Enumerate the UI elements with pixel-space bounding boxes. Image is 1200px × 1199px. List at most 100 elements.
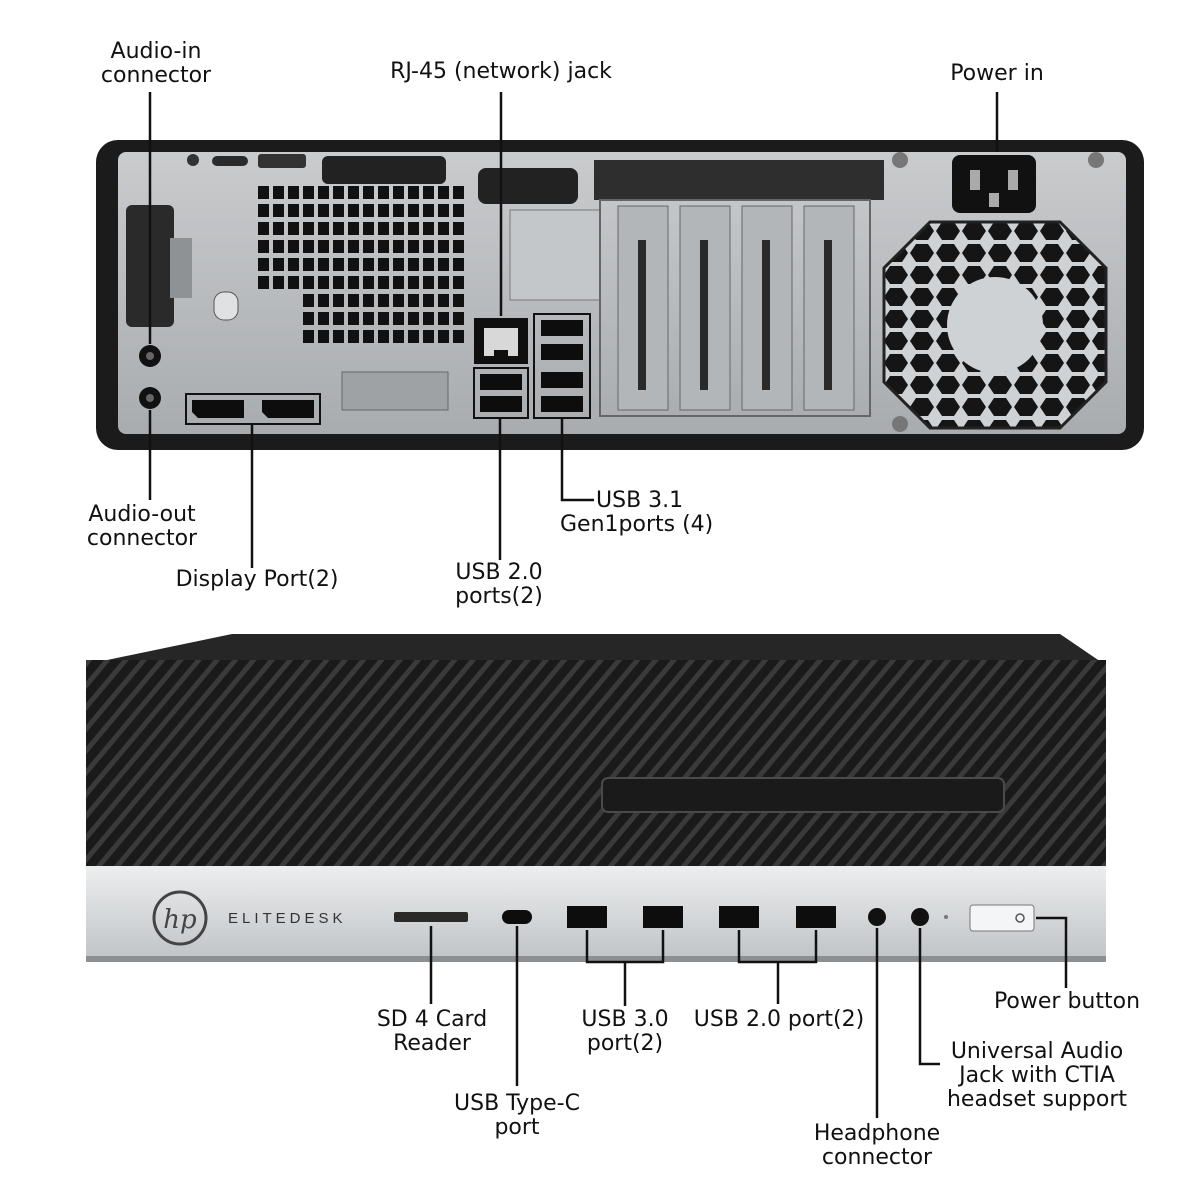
vent-hole (318, 312, 329, 325)
handle (322, 156, 446, 184)
label-line: USB 2.0 (455, 560, 543, 585)
label-line: USB 2.0 port(2) (693, 1007, 865, 1032)
slot-opening (700, 240, 708, 390)
vent-hole (348, 330, 359, 343)
rear-vent-grid (258, 186, 464, 343)
vent-hole (363, 240, 374, 253)
vent-hole (438, 312, 449, 325)
label-line: connector (86, 526, 198, 551)
vent-hole (408, 330, 419, 343)
slot-opening (762, 240, 770, 390)
slot-opening (638, 240, 646, 390)
expansion-bracket-top (594, 160, 884, 200)
vent-hole (318, 186, 329, 199)
vent-hole (438, 276, 449, 289)
label-usb-c: USB Type-C port (440, 1092, 594, 1140)
label-line: ports(2) (455, 584, 543, 609)
label-line: port(2) (586, 1031, 664, 1056)
vent-hole (363, 330, 374, 343)
vent-hole (288, 186, 299, 199)
vent-hole (303, 312, 314, 325)
vent-hole (393, 258, 404, 271)
screw (1088, 152, 1104, 168)
label-rj45: RJ-45 (network) jack (380, 60, 622, 84)
usb20-front-port-2 (796, 906, 836, 928)
vent-hole (258, 276, 269, 289)
vent-hole (318, 204, 329, 217)
usb20-rear-port-1 (480, 374, 522, 390)
vent-hole (318, 240, 329, 253)
vent-hole (423, 258, 434, 271)
label-power-in: Power in (937, 62, 1057, 86)
vent-hole (333, 294, 344, 307)
vent-hole (393, 276, 404, 289)
vent-hole (333, 186, 344, 199)
vent-hole (318, 276, 329, 289)
vent-hole (258, 204, 269, 217)
vent-hole (348, 240, 359, 253)
vent-hole (333, 258, 344, 271)
vent-hole (408, 204, 419, 217)
vent-hole (438, 258, 449, 271)
vent-hole (393, 294, 404, 307)
vent-hole (333, 222, 344, 235)
vent-hole (288, 222, 299, 235)
vent-hole (423, 204, 434, 217)
vent-hole (408, 294, 419, 307)
vent-hole (303, 276, 314, 289)
vent-hole (423, 240, 434, 253)
vent-hole (303, 258, 314, 271)
vent-hole (438, 294, 449, 307)
loop-slot (258, 154, 306, 168)
label-line: Jack with CTIA (959, 1063, 1115, 1088)
label-line: Audio-out (88, 502, 196, 527)
vent-hole (363, 312, 374, 325)
label-line: headset support (946, 1087, 1127, 1112)
usb30-port-2 (643, 906, 683, 928)
usb30-port-1 (567, 906, 607, 928)
vent-hole (393, 222, 404, 235)
label-line: port (494, 1115, 540, 1140)
usb-c-port (502, 910, 532, 924)
usb20-front-port-1 (719, 906, 759, 928)
label-line: connector (100, 63, 212, 88)
label-power-button: Power button (982, 990, 1152, 1014)
vent-hole (273, 186, 284, 199)
label-universal-audio: Universal Audio Jack with CTIA headset s… (938, 1040, 1136, 1112)
activity-led (944, 915, 948, 919)
vent-hole (348, 186, 359, 199)
vent-hole (453, 258, 464, 271)
model-name: ELITEDESK (228, 910, 347, 927)
slot-opening (824, 240, 832, 390)
vent-hole (303, 294, 314, 307)
vent-hole (348, 204, 359, 217)
screw (187, 154, 199, 166)
vent-hole (378, 240, 389, 253)
usb20-rear-port-2 (480, 396, 522, 412)
vent-hole (438, 204, 449, 217)
label-audio-out: Audio-out connector (80, 503, 204, 551)
sd-card-slot (394, 912, 468, 922)
label-headphone: Headphone connector (800, 1122, 954, 1170)
vent-hole (393, 186, 404, 199)
label-line: Headphone (813, 1121, 941, 1146)
display-port-1 (192, 400, 244, 418)
vent-hole (258, 186, 269, 199)
vent-hole (273, 276, 284, 289)
front-leader-lines (429, 916, 1068, 1118)
label-line: USB 3.0 (581, 1007, 669, 1032)
vent-hole (408, 312, 419, 325)
vent-hole (438, 222, 449, 235)
label-line: Power in (950, 61, 1044, 86)
label-usb30: USB 3.0 port(2) (566, 1008, 684, 1056)
vent-hole (453, 276, 464, 289)
vent-hole (453, 330, 464, 343)
universal-audio-jack (911, 908, 929, 926)
label-line: USB Type-C (454, 1091, 580, 1116)
power-button (969, 904, 1035, 932)
expansion-slots (617, 205, 855, 411)
vent-hole (408, 258, 419, 271)
label-usb20-front: USB 2.0 port(2) (690, 1008, 868, 1032)
vent-hole (273, 204, 284, 217)
vent-hole (348, 294, 359, 307)
